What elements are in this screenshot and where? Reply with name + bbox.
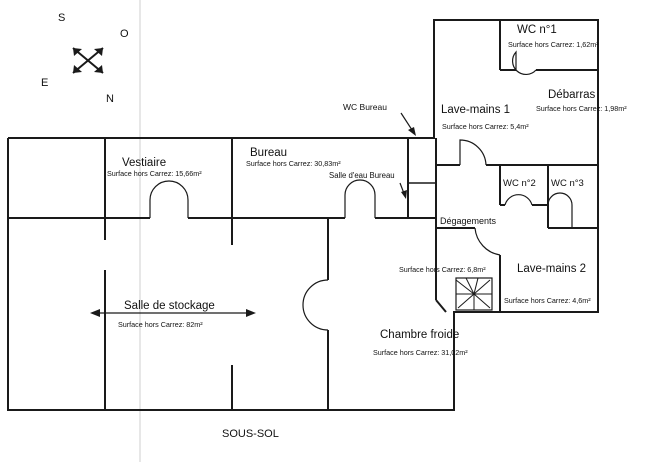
room-wc1-name: WC n°1 [517,24,557,36]
interior-walls [8,20,598,410]
compass-n-label: N [106,93,114,105]
room-chambre-name: Chambre froide [380,329,459,341]
compass-arrows-icon [72,47,104,74]
room-salledeau-name: Salle d'eau Bureau [329,171,395,180]
room-bureau-area: Surface hors Carrez: 30,83m² [246,159,341,168]
room-chambre-area: Surface hors Carrez: 31,02m² [373,348,468,357]
room-bureau-name: Bureau [250,147,287,159]
room-wc1-area: Surface hors Carrez: 1,62m² [508,40,599,49]
compass-o-label: O [120,28,129,40]
room-lavemains2-name: Lave-mains 2 [517,263,586,275]
room-wc3-name: WC n°3 [551,178,584,189]
room-stockage-area: Surface hors Carrez: 82m² [118,320,203,329]
outer-walls [7,19,599,411]
plan-title: SOUS-SOL [222,428,279,440]
room-stockage-name: Salle de stockage [124,300,215,312]
room-vestiaire-area: Surface hors Carrez: 15,66m² [107,169,202,178]
room-wc2-name: WC n°2 [503,178,536,189]
door-swings [149,50,573,331]
room-wcbureau-name: WC Bureau [343,102,387,112]
pointer-arrows [90,112,416,317]
staircase [455,277,493,311]
room-vestiaire-name: Vestiaire [122,157,166,169]
room-lavemains1-area: Surface hors Carrez: 5,4m² [442,122,529,131]
room-lavemains1-name: Lave-mains 1 [441,104,510,116]
compass-e-label: E [41,77,48,89]
room-debarras-name: Débarras [548,89,596,101]
room-debarras-area: Surface hors Carrez: 1,98m² [536,104,627,113]
compass-s-label: S [58,12,65,24]
room-degagements-area: Surface hors Carrez: 6,8m² [399,265,486,274]
room-degagements-name: Dégagements [440,216,497,226]
room-lavemains2-area: Surface hors Carrez: 4,6m² [504,296,591,305]
